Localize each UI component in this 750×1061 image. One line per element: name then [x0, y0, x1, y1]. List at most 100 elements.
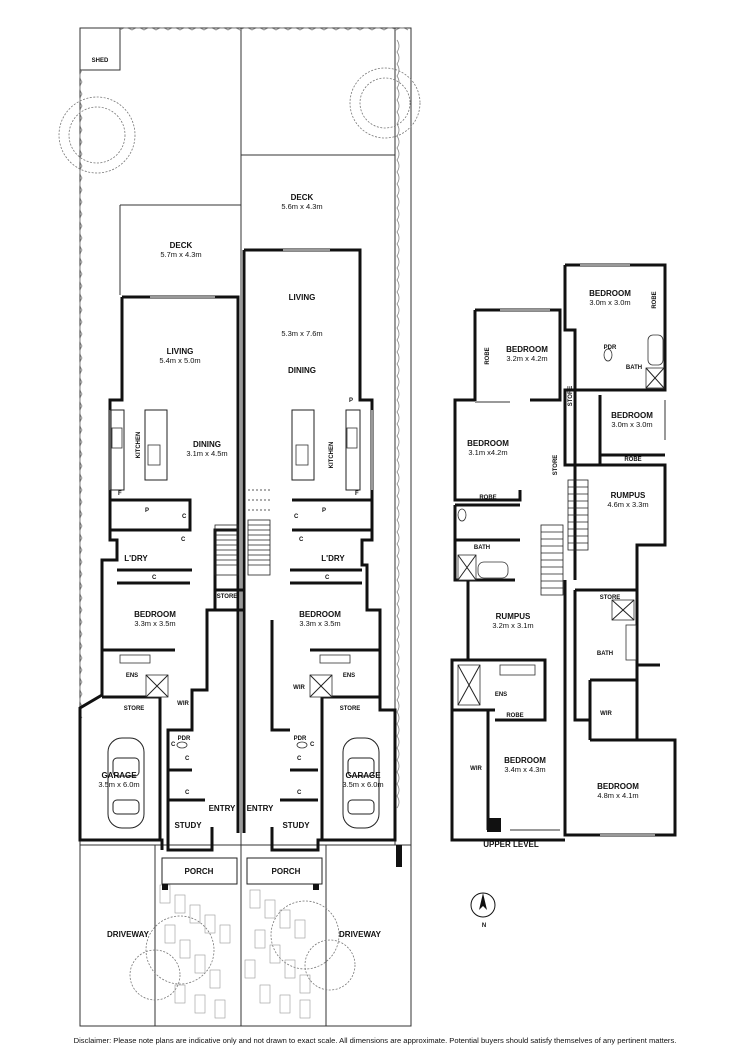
label-robe: ROBE — [652, 291, 658, 308]
label-cupboard: C — [185, 790, 190, 796]
dim-rumpus: 4.6m x 3.3m — [607, 500, 648, 509]
ground-walls — [78, 248, 397, 852]
window — [475, 264, 666, 836]
upper-walls — [450, 263, 677, 842]
label-ensuite: ENS — [343, 673, 355, 679]
label-fridge: F — [118, 491, 122, 497]
label-pantry: P — [145, 508, 149, 514]
compass-label: N — [482, 923, 486, 929]
label-cupboard: C — [171, 742, 176, 748]
label-upper-level: UPPER LEVEL — [483, 840, 539, 849]
hedge — [79, 27, 409, 809]
dim-bedroom: 3.0m x 3.0m — [589, 298, 630, 307]
dim-bedroom: 3.0m x 3.0m — [611, 420, 652, 429]
paving — [159, 884, 311, 1019]
dim-bedroom: 3.2m x 4.2m — [506, 354, 547, 363]
label-laundry-right: L'DRY — [321, 554, 345, 563]
label-bedroom: BEDROOM — [504, 756, 546, 765]
label-wir: WIR — [600, 711, 612, 717]
label-bedroom: BEDROOM — [467, 439, 509, 448]
label-bath: BATH — [597, 651, 613, 657]
compass-icon: N — [470, 892, 496, 929]
dim-bedroom-left: 3.3m x 3.5m — [134, 619, 175, 628]
dim-dining-left: 3.1m x 4.5m — [186, 449, 227, 458]
label-bath: BATH — [474, 545, 490, 551]
label-dining-left: DINING — [193, 440, 221, 449]
label-rumpus: RUMPUS — [611, 491, 646, 500]
label-cupboard: C — [297, 790, 302, 796]
label-cupboard: C — [325, 575, 330, 581]
tree-icon — [58, 67, 421, 1001]
label-garage-left: GARAGE — [101, 771, 137, 780]
column — [487, 818, 501, 832]
label-store: STORE — [340, 706, 361, 712]
label-bath: BATH — [626, 365, 642, 371]
label-study-left: STUDY — [174, 821, 202, 830]
label-laundry-left: L'DRY — [124, 554, 148, 563]
dim-rumpus: 3.2m x 3.1m — [492, 621, 533, 630]
label-store: STORE — [217, 594, 238, 600]
dim-bedroom-right: 3.3m x 3.5m — [299, 619, 340, 628]
label-store: STORE — [568, 386, 574, 407]
label-robe: ROBE — [506, 713, 523, 719]
dim-garage-right: 3.5m x 6.0m — [342, 780, 383, 789]
label-driveway-left: DRIVEWAY — [107, 930, 150, 939]
label-store: STORE — [600, 595, 621, 601]
label-pdr: PDR — [294, 736, 307, 742]
label-bedroom: BEDROOM — [597, 782, 639, 791]
label-cupboard: C — [182, 514, 187, 520]
car-icon — [107, 737, 380, 829]
label-study-right: STUDY — [282, 821, 310, 830]
label-cupboard: C — [181, 537, 186, 543]
label-cupboard: C — [185, 756, 190, 762]
label-bedroom-left: BEDROOM — [134, 610, 176, 619]
label-robe: ROBE — [485, 347, 491, 364]
label-garage-right: GARAGE — [345, 771, 381, 780]
label-living-right: LIVING — [289, 293, 316, 302]
label-dining-right: DINING — [288, 366, 316, 375]
label-wir: WIR — [293, 685, 305, 691]
label-cupboard: C — [299, 537, 304, 543]
label-fridge: F — [355, 491, 359, 497]
label-porch-right: PORCH — [272, 867, 301, 876]
ground-labels: SHED DECK 5.7m x 4.3m DECK 5.6m x 4.3m L… — [92, 58, 384, 939]
label-kitchen-left: KITCHEN — [136, 432, 142, 459]
label-rumpus: RUMPUS — [496, 612, 531, 621]
label-cupboard: C — [152, 575, 157, 581]
kitchen-island — [109, 409, 361, 491]
label-shed: SHED — [92, 58, 109, 64]
dim-deck-right: 5.6m x 4.3m — [281, 202, 322, 211]
dim-bedroom: 3.4m x 4.3m — [504, 765, 545, 774]
label-cupboard: C — [294, 514, 299, 520]
label-entry-right: ENTRY — [247, 804, 274, 813]
label-robe: ROBE — [624, 457, 641, 463]
label-wir: WIR — [177, 701, 189, 707]
label-ensuite: ENS — [495, 692, 507, 698]
disclaimer: Disclaimer: Please note plans are indica… — [73, 1036, 677, 1045]
upper-labels: BEDROOM 3.2m x 4.2m ROBE BEDROOM 3.0m x … — [467, 289, 658, 849]
label-store: STORE — [553, 455, 559, 476]
label-deck-left: DECK — [170, 241, 193, 250]
label-cupboard: C — [297, 756, 302, 762]
dim-living-right: 5.3m x 7.6m — [281, 329, 322, 338]
dim-deck-left: 5.7m x 4.3m — [160, 250, 201, 259]
label-cupboard: C — [310, 742, 315, 748]
label-bedroom: BEDROOM — [611, 411, 653, 420]
bathroom-fixtures — [119, 654, 351, 749]
label-pdr: PDR — [604, 345, 617, 351]
label-bedroom: BEDROOM — [589, 289, 631, 298]
label-pantry: P — [322, 508, 326, 514]
label-bedroom-right: BEDROOM — [299, 610, 341, 619]
label-ensuite: ENS — [126, 673, 138, 679]
label-pdr: PDR — [178, 736, 191, 742]
label-porch-left: PORCH — [185, 867, 214, 876]
dim-garage-left: 3.5m x 6.0m — [98, 780, 139, 789]
label-wir: WIR — [470, 766, 482, 772]
label-living-left: LIVING — [167, 347, 194, 356]
label-bedroom: BEDROOM — [506, 345, 548, 354]
label-store: STORE — [124, 706, 145, 712]
label-pantry: P — [349, 398, 353, 404]
stairs — [540, 479, 589, 596]
dim-bedroom: 4.8m x 4.1m — [597, 791, 638, 800]
